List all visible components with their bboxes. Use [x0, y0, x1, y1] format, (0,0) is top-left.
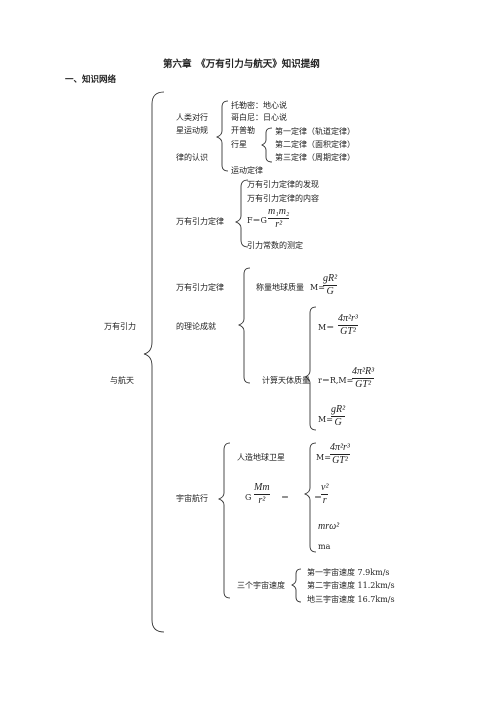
satellite-label: 人造地球卫星 — [237, 453, 285, 462]
planet-item: 行星 — [231, 140, 247, 149]
branch2-brace — [234, 179, 249, 248]
branch1-label-line1: 人类对行 — [176, 113, 208, 122]
branch3-label-line1: 万有引力定律 — [176, 283, 224, 292]
law-content-item: 万有引力定律的内容 — [247, 194, 319, 203]
cosmic-brace — [291, 568, 302, 603]
kepler-item: 开普勒 — [231, 126, 255, 135]
gravity-formula-equals: ＝ — [281, 493, 289, 502]
kepler-law-3: 第三定律（周期定律） — [275, 153, 355, 162]
constant-measurement-item: 引力常数的测定 — [247, 241, 303, 250]
gravitation-formula-prefix: F＝G — [247, 216, 267, 225]
second-cosmic-velocity: 第二宇宙速度 11.2km/s — [307, 581, 395, 590]
celestial-formula-2-prefix: r＝R,M= — [318, 376, 354, 385]
branch3-label-line2: 的理论成就 — [176, 322, 216, 331]
root-label-line2: 与航天 — [110, 376, 134, 385]
formula-brace — [303, 442, 317, 553]
branch4-brace — [217, 442, 231, 599]
kepler-law-1: 第一定律（轨道定律） — [275, 127, 355, 136]
gravity-formula-prefix: G — [245, 493, 252, 502]
third-cosmic-velocity: 地三宇宙速度 16.7km/s — [307, 595, 395, 604]
branch1-label-line2: 星运动规 — [176, 126, 208, 135]
first-cosmic-velocity: 第一宇宙速度 7.9km/s — [307, 568, 390, 577]
velocity-formula-prefix: ＝ — [314, 493, 322, 502]
main-brace — [143, 91, 165, 633]
acceleration-formula: ma — [318, 542, 331, 551]
branch4-label: 宇宙航行 — [176, 494, 208, 503]
celestial-mass-label: 计算天体质量 — [262, 376, 310, 385]
celestial-formula-3-prefix: M= — [318, 415, 333, 424]
ptolemy-item: 托勒密：地心说 — [231, 101, 287, 110]
branch1-label-line3: 律的认识 — [176, 153, 208, 162]
celestial-brace — [303, 306, 317, 431]
section-heading: 一、知识网络 — [65, 75, 117, 85]
motion-law-item: 运动定律 — [231, 166, 263, 175]
kepler-brace — [261, 127, 273, 163]
kepler-law-2: 第二定律（面积定律） — [275, 140, 355, 149]
page-title: 第六章 《万有引力与航天》知识提纲 — [163, 59, 320, 70]
root-label-line1: 万有引力 — [104, 322, 136, 331]
earth-mass-prefix: M= — [310, 283, 325, 292]
celestial-formula-1-prefix: M＝ — [318, 323, 335, 332]
branch2-label: 万有引力定律 — [176, 217, 224, 226]
angular-formula: mrω² — [318, 521, 340, 532]
branch1-brace — [215, 100, 229, 172]
cosmic-velocity-label: 三个宇宙速度 — [237, 581, 285, 590]
satellite-formula-prefix: M= — [316, 453, 331, 462]
branch3-brace — [237, 267, 251, 384]
law-discovery-item: 万有引力定律的发现 — [247, 180, 319, 189]
copernicus-item: 哥白尼：日心说 — [231, 113, 287, 122]
earth-mass-label: 称量地球质量 — [256, 283, 304, 292]
